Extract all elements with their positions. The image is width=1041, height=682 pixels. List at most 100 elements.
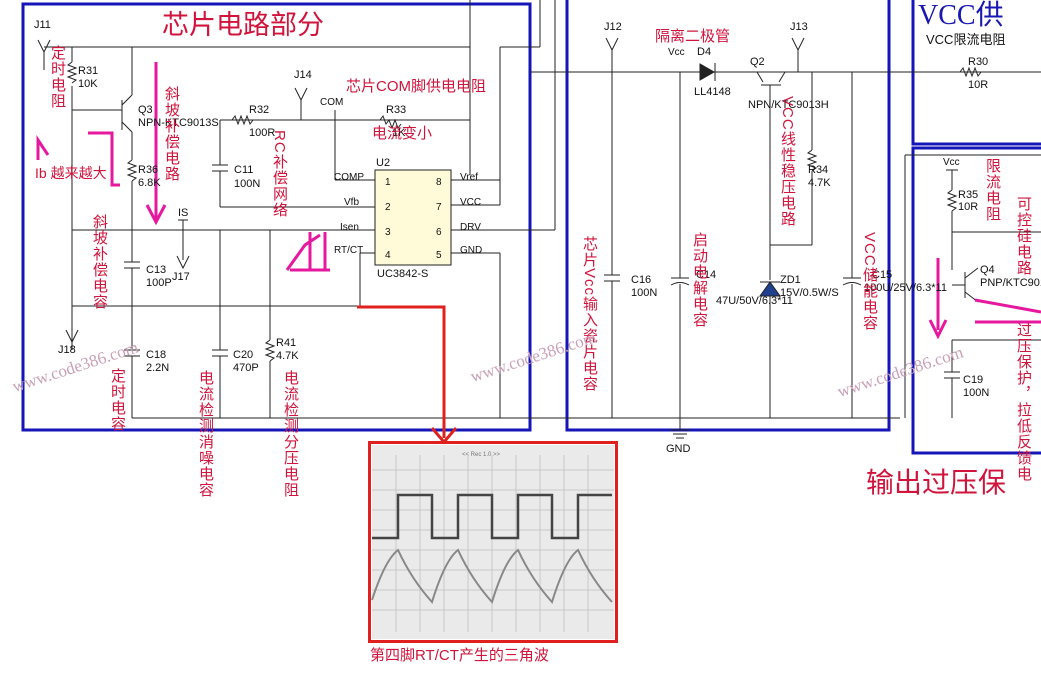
note-divider-resistor: 电流检测分压电阻 xyxy=(282,370,299,498)
c18-value: 2.2N xyxy=(146,362,170,374)
note-slope-comp-cap: 斜坡补偿电容 xyxy=(91,214,108,310)
note-limit-resistor: 限流电阻 xyxy=(984,158,1001,222)
r33-value: 1K xyxy=(392,127,406,139)
note-startup-cap: 启动电解电容 xyxy=(691,232,708,328)
r33-label: R33 xyxy=(386,104,407,116)
u2-pin-gnd: GND xyxy=(460,245,483,256)
scope-frame xyxy=(368,441,618,643)
q3-type: NPN-KTC9013S xyxy=(138,117,219,129)
u2-pin-rtct: RT/CT xyxy=(334,245,364,256)
chip-block-title: 芯片电路部分 xyxy=(162,10,324,40)
r32-label: R32 xyxy=(249,104,270,116)
zd1-label: ZD1 xyxy=(780,274,801,286)
scope-header: << Rec 1.0 >> xyxy=(462,452,501,458)
ovp-block-frame xyxy=(911,146,1041,455)
r41-label: R41 xyxy=(276,337,297,349)
u2-pin-vcc: VCC xyxy=(460,197,482,208)
vcc-limit-title: VCC限流电阻 xyxy=(926,32,1006,47)
note-storage-cap: VCC储能电容 xyxy=(861,232,878,331)
ovp-block-title: 输出过压保 xyxy=(866,467,1007,498)
j11-label: J11 xyxy=(34,19,51,31)
note-slope-comp-circuit: 斜坡补偿电路 xyxy=(163,86,180,182)
c14-value: 47U/50V/6.3*11 xyxy=(716,295,793,307)
u2-pin-2: 2 xyxy=(385,202,391,213)
c14-label: C14 xyxy=(696,269,717,281)
c16-value: 100N xyxy=(631,287,658,299)
c20-value: 470P xyxy=(233,362,259,374)
r30-value: 10R xyxy=(968,79,989,91)
c19-label: C19 xyxy=(963,374,984,386)
u2-pin-6: 6 xyxy=(436,227,442,238)
note-noise-cap: 电流检测消噪电容 xyxy=(197,370,214,498)
q4-label: Q4 xyxy=(980,264,995,276)
note-vcc-input-cap: 芯片Vcc输入瓷片电容 xyxy=(581,236,598,393)
vcc-block-frame xyxy=(565,0,891,432)
r31-label: R31 xyxy=(78,65,99,77)
u2-pin-vfb: Vfb xyxy=(344,197,360,208)
d4-label: D4 xyxy=(697,46,712,58)
u2-pin-4: 4 xyxy=(385,250,391,261)
vcc-symbol-2: Vcc xyxy=(943,157,960,168)
u2-pin-isen: Isen xyxy=(340,222,359,233)
note-isolation-diode: 隔离二极管 xyxy=(655,28,731,45)
scope-caption: 第四脚RT/CT产生的三角波 xyxy=(370,647,549,664)
r34-value: 4.7K xyxy=(808,177,831,189)
c11-label: C11 xyxy=(234,164,254,176)
c18-label: C18 xyxy=(146,349,167,361)
j13-label: J13 xyxy=(790,21,808,33)
j14-label: J14 xyxy=(294,69,312,81)
u2-pin-comp: COMP xyxy=(334,172,364,183)
u2-pin-7: 7 xyxy=(436,202,442,213)
note-timing-resistor: 定时电阻 xyxy=(49,45,66,109)
u2-pin-drv: DRV xyxy=(460,222,481,233)
j17-label: J17 xyxy=(172,271,190,283)
c20-label: C20 xyxy=(233,349,254,361)
note-ovp: 过压保护，拉低反馈电 xyxy=(1015,322,1032,482)
q2-label: Q2 xyxy=(750,56,765,68)
triangle-wave-trace xyxy=(371,548,613,604)
note-scr-circuit: 可控硅电路 xyxy=(1015,196,1032,276)
u2-pin-1: 1 xyxy=(385,177,391,188)
is-label: IS xyxy=(178,207,189,219)
c19-value: 100N xyxy=(963,387,990,399)
r31-value: 10K xyxy=(78,78,98,90)
j12-label: J12 xyxy=(604,21,622,33)
c16-label: C16 xyxy=(631,274,652,286)
r41-value: 4.7K xyxy=(276,350,299,362)
note-timing-cap: 定时电容 xyxy=(109,368,126,432)
note-linear-regulator: VCC线性稳压电路 xyxy=(779,96,796,227)
c13-label: C13 xyxy=(146,264,167,276)
vcc-symbol-1: Vcc xyxy=(668,47,685,58)
u2-pin-5: 5 xyxy=(436,250,442,261)
gnd-symbol-label: GND xyxy=(666,443,691,455)
c15-value: 100U/25V/6.3*11 xyxy=(864,282,947,294)
note-ib-increase: Ib 越来越大 xyxy=(35,165,107,181)
d4-type: LL4148 xyxy=(694,86,731,98)
j18-label: J18 xyxy=(58,344,76,356)
u2-pin-8: 8 xyxy=(436,177,442,188)
u2-type: UC3842-S xyxy=(377,268,429,280)
q3-label: Q3 xyxy=(138,104,153,116)
c11-value: 100N xyxy=(234,178,261,190)
note-rc-comp-network: RC补偿网络 xyxy=(271,130,288,218)
com-label: COM xyxy=(320,97,344,108)
r34-label: R34 xyxy=(808,164,829,176)
scope-screen xyxy=(372,445,614,639)
q4-type: PNP/KTC9012S xyxy=(980,277,1041,289)
vcc-supply-title: VCC供 xyxy=(918,0,1004,31)
square-wave-trace xyxy=(372,493,612,540)
r36-label: R36 xyxy=(138,164,159,176)
c13-value: 100P xyxy=(146,277,172,289)
q2-type: NPN/KTC9013H xyxy=(748,99,829,111)
r35-label: R35 xyxy=(958,189,979,201)
zd1-value: 15V/0.5W/S xyxy=(780,287,839,299)
u2-pin-vref: Vref xyxy=(460,172,478,183)
r35-value: 10R xyxy=(958,201,979,213)
r32-value: 100R xyxy=(249,127,276,139)
note-com-supply-resistor: 芯片COM脚供电电阻 xyxy=(346,78,486,95)
c15-label: C15 xyxy=(872,269,893,281)
chip-block-frame xyxy=(21,2,532,432)
note-current-smaller: 电流变小 xyxy=(372,125,433,142)
